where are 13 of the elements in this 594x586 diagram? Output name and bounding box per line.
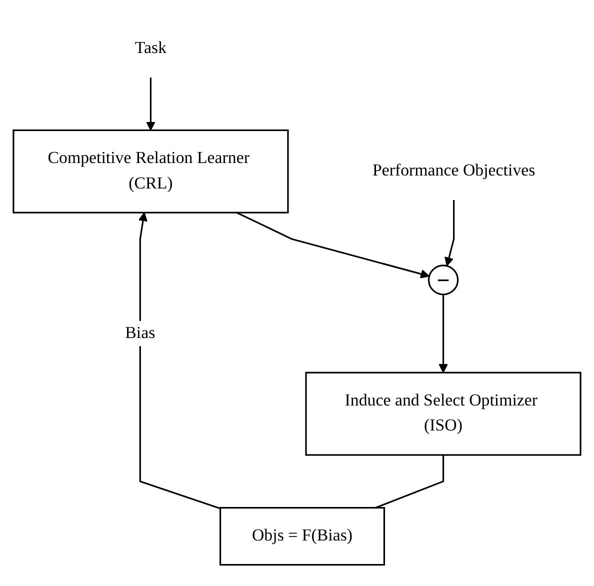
arrow: [236, 212, 430, 279]
arrow: [438, 294, 448, 374]
node-box: Objs = F(Bias): [220, 507, 386, 566]
node-box: Competitive Relation Learner (CRL): [12, 130, 289, 214]
connector: [375, 455, 444, 509]
arrow: [146, 78, 156, 132]
node-circle: −: [428, 264, 459, 296]
node-text: Performance Objectives: [372, 162, 536, 180]
arrow: [444, 200, 455, 267]
node-text: Task: [134, 40, 167, 58]
arrow: [138, 212, 221, 510]
node-box: Induce and Select Optimizer (ISO): [305, 372, 582, 456]
edge-label: Bias: [125, 324, 156, 342]
